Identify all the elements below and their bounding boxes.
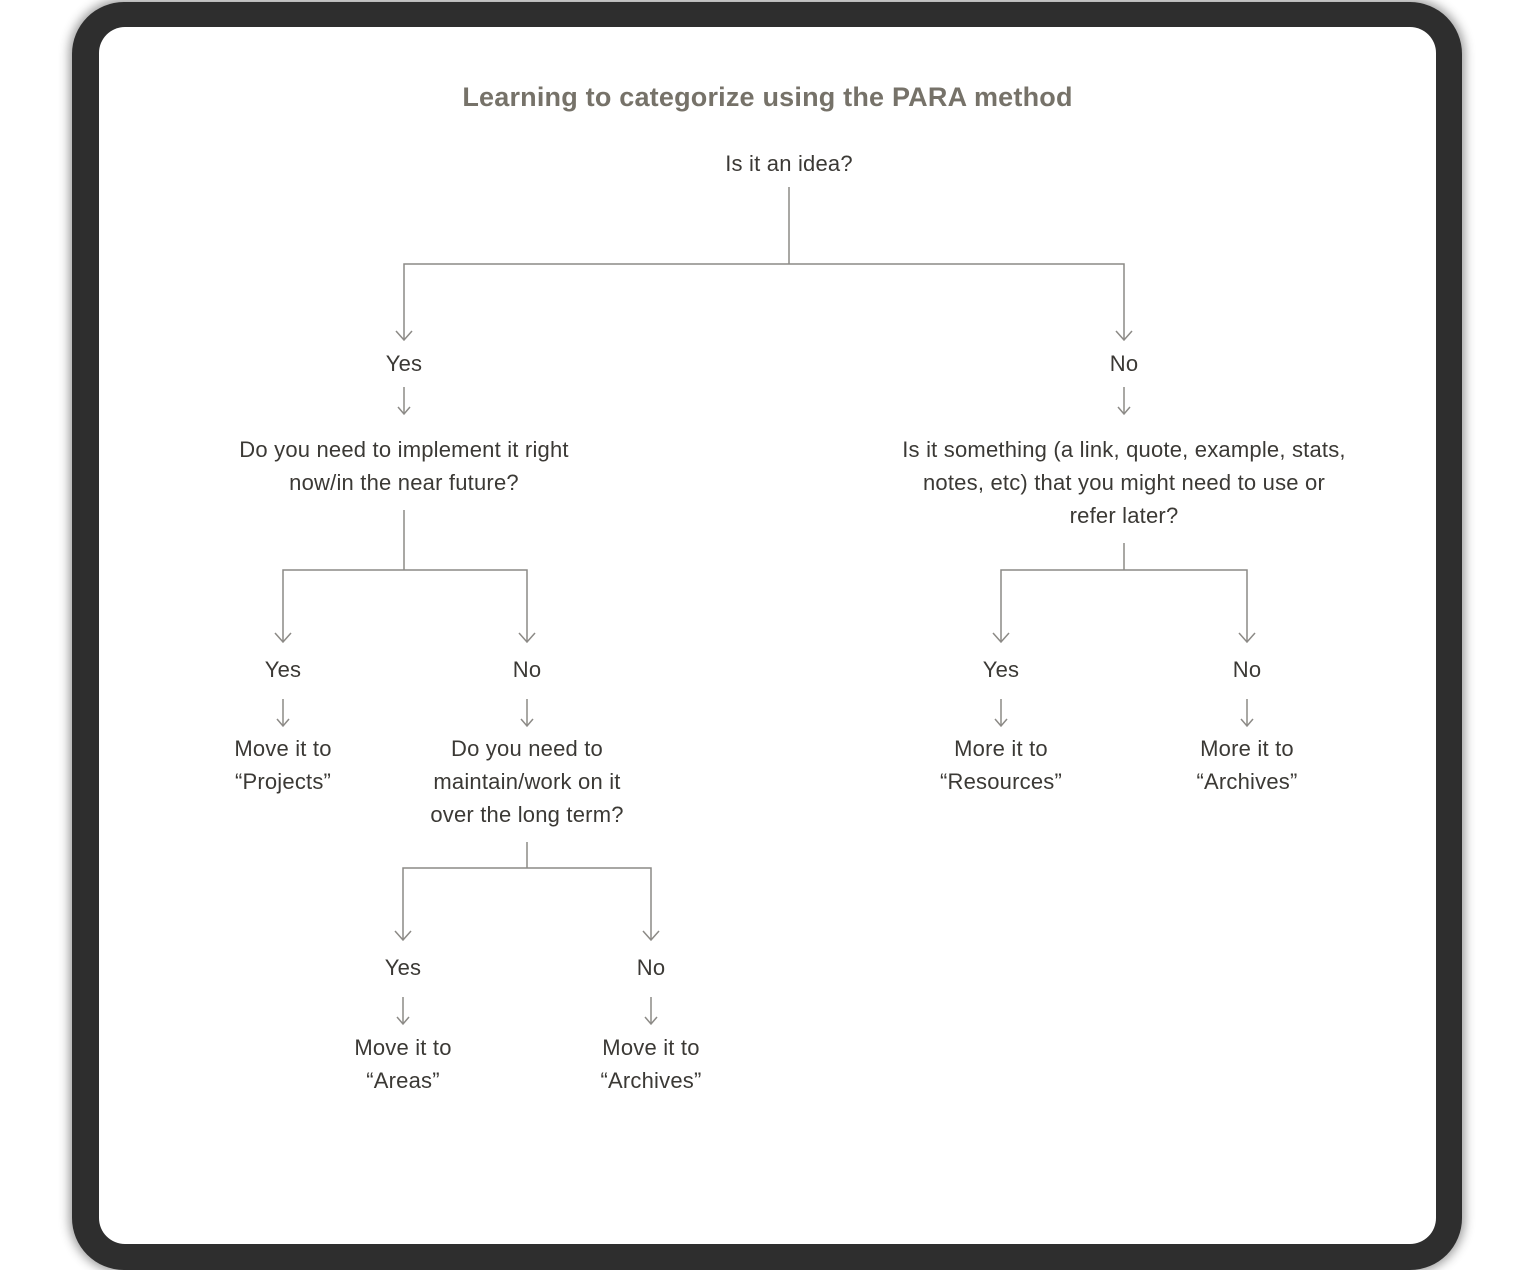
question-refer-later: Is it something (a link, quote, example,…: [902, 433, 1346, 532]
branch-label-no: No: [1232, 657, 1262, 682]
result-areas: Move it to “Areas”: [354, 1031, 451, 1097]
result-line: “Areas”: [366, 1068, 440, 1093]
question-line: Do you need to: [450, 736, 604, 761]
arrowhead-icon: [642, 930, 660, 942]
result-resources: More it to “Resources”: [940, 732, 1062, 798]
result-line: More it to: [1200, 736, 1294, 761]
result-line: Move it to: [354, 1035, 452, 1060]
fork-refer-later: [992, 543, 1256, 644]
result-line: “Projects”: [234, 769, 332, 794]
fork-implement: [274, 510, 536, 644]
result-archives: More it to “Archives”: [1196, 732, 1297, 798]
down-arrow-icon: [644, 997, 658, 1026]
fork-root: [395, 187, 1133, 342]
branch-label-no: No: [636, 955, 666, 980]
result-line: “Archives”: [1196, 769, 1298, 794]
arrowhead-icon: [395, 330, 413, 342]
result-line: Move it to: [234, 736, 332, 761]
down-arrow-icon: [520, 699, 534, 728]
result-line: More it to: [954, 736, 1048, 761]
branch-line: [402, 867, 652, 940]
arrowhead-icon: [992, 632, 1010, 644]
branch-label-yes: Yes: [385, 351, 423, 376]
question-line: Do you need to implement it right: [239, 437, 569, 462]
result-line: Move it to: [602, 1035, 700, 1060]
down-arrow-icon: [397, 387, 411, 416]
branch-line: [282, 569, 528, 642]
branch-label-yes: Yes: [264, 657, 302, 682]
root-question: Is it an idea?: [725, 151, 853, 176]
arrowhead-icon: [394, 930, 412, 942]
result-line: “Resources”: [939, 769, 1063, 794]
arrowhead-icon: [518, 632, 536, 644]
question-line: Is it something (a link, quote, example,…: [902, 437, 1346, 462]
fork-long-term: [394, 842, 660, 942]
down-arrow-icon: [1117, 387, 1131, 416]
question-long-term: Do you need to maintain/work on it over …: [430, 732, 623, 831]
down-arrow-icon: [1240, 699, 1254, 728]
question-line: refer later?: [1069, 503, 1179, 528]
question-line: notes, etc) that you might need to use o…: [923, 470, 1325, 495]
down-arrow-icon: [396, 997, 410, 1026]
result-projects: Move it to “Projects”: [234, 732, 331, 798]
down-arrow-icon: [994, 699, 1008, 728]
branch-label-no: No: [512, 657, 542, 682]
page-title: Learning to categorize using the PARA me…: [462, 82, 1073, 112]
question-line: now/in the near future?: [289, 470, 519, 495]
arrowhead-icon: [1238, 632, 1256, 644]
branch-line: [403, 263, 1125, 340]
result-line: “Archives”: [600, 1068, 702, 1093]
branch-label-yes: Yes: [384, 955, 422, 980]
down-arrow-icon: [276, 699, 290, 728]
connector-lines: [274, 187, 1256, 1026]
flowchart-card: Learning to categorize using the PARA me…: [99, 27, 1436, 1244]
question-line: over the long term?: [430, 802, 624, 827]
arrowhead-icon: [1115, 330, 1133, 342]
question-implement-now: Do you need to implement it right now/in…: [239, 433, 568, 499]
question-line: maintain/work on it: [433, 769, 621, 794]
branch-line: [1000, 569, 1248, 642]
branch-label-no: No: [1109, 351, 1139, 376]
arrowhead-icon: [274, 632, 292, 644]
branch-label-yes: Yes: [982, 657, 1020, 682]
result-archives: Move it to “Archives”: [600, 1031, 701, 1097]
